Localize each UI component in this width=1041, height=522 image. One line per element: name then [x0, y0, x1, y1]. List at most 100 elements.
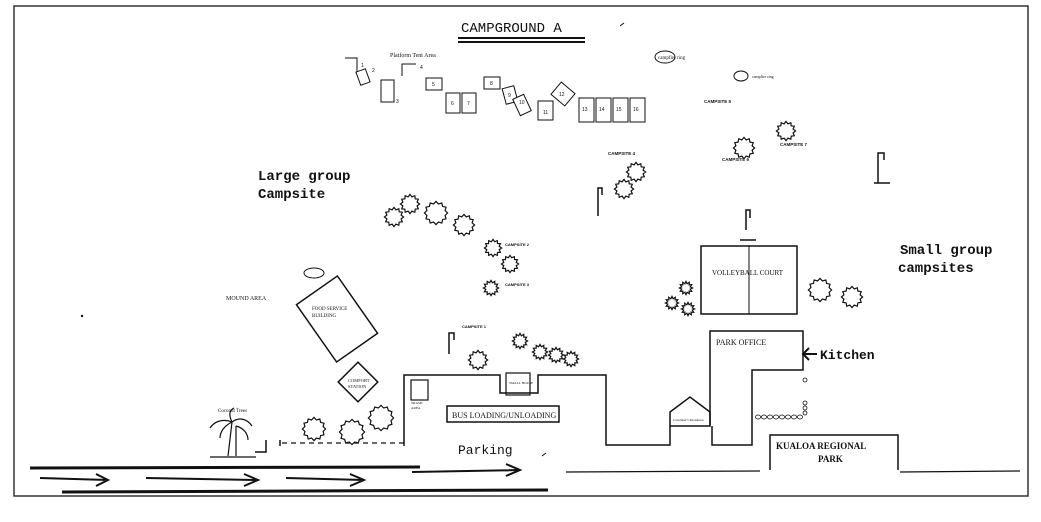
- campsite-ring: [383, 206, 405, 228]
- tent-11: [537, 100, 554, 121]
- caretaker-label: Caretaker's Residence: [673, 418, 704, 422]
- platform-tents: 1 2 3 4 5 6 7 8 9 10 11 12 13 14 15 16: [345, 57, 646, 123]
- trash-area-label: TRASH: [411, 401, 423, 405]
- campsite-ring: [338, 418, 366, 446]
- campsite-ring: [547, 346, 565, 364]
- map-border: [13, 5, 1029, 497]
- kualoa-park-label-2: PARK: [818, 454, 843, 464]
- kualoa-park-box: [769, 434, 899, 470]
- campsite-7-label: CAMPSITE 7: [780, 142, 808, 147]
- campfire-ring-top-label: campfire ring: [658, 56, 686, 61]
- campsite-1-label: CAMPSITE 1: [462, 324, 487, 329]
- campsite-5-label: CAMPSITE 5: [704, 99, 732, 104]
- comfort-station: [337, 361, 379, 403]
- volleyball-court-label: VOLLEYBALL COURT: [712, 269, 784, 277]
- tent-14-number: 14: [599, 107, 605, 113]
- campsite-ring: [500, 254, 520, 274]
- campsite-ring: [678, 280, 694, 296]
- tent-6: [445, 92, 461, 114]
- campsite-ring: [664, 295, 680, 311]
- comfort-station-label-2: STATION: [348, 384, 367, 389]
- food-service-label: FOOD SERVICE: [312, 307, 347, 312]
- park-office-label: PARK OFFICE: [716, 338, 766, 347]
- campsite-ring: [399, 193, 421, 215]
- tent-5-number: 5: [432, 82, 435, 88]
- campsite-ring: [625, 161, 647, 183]
- campsite-circles: [301, 120, 864, 446]
- water-spigots: [448, 152, 890, 354]
- parking-arrow: [411, 463, 523, 477]
- tent-3: [380, 79, 395, 103]
- tent-8: [483, 76, 501, 90]
- campsite-ring: [613, 178, 635, 200]
- tent-8-number: 8: [490, 81, 493, 87]
- caretaker-residence: [669, 396, 711, 427]
- tick-mark-top: [619, 22, 625, 27]
- campsite-ring: [367, 404, 395, 432]
- campsite-ring: [840, 285, 864, 309]
- tent-7: [461, 92, 477, 114]
- campsite-ring: [807, 277, 833, 303]
- tent-10-number: 10: [519, 100, 525, 106]
- highway: [29, 465, 1021, 494]
- campsite-ring: [301, 416, 327, 442]
- small-house: [505, 372, 531, 396]
- tent-12-number: 12: [559, 92, 565, 98]
- tent-16: [629, 97, 646, 123]
- campsite-6-label: CAMPSITE 6: [722, 157, 750, 162]
- mound-area-label: MOUND AREA: [226, 296, 267, 302]
- campsite-ring: [775, 120, 797, 142]
- tent-12: [550, 81, 576, 107]
- large-group-campsite-label: Campsite: [258, 187, 325, 203]
- campsite-3-label: CAMPSITE 3: [505, 282, 530, 287]
- tent-9-number: 9: [508, 93, 511, 99]
- tent-10: [512, 93, 532, 117]
- kitchen-chain: [755, 377, 808, 420]
- tent-7-number: 7: [467, 101, 470, 107]
- kitchen-label: Kitchen: [820, 348, 875, 363]
- large-group-label: Large group: [258, 169, 350, 185]
- highway-arrow-2: [145, 473, 261, 487]
- tent-3-number: 3: [396, 99, 399, 105]
- campfire-ring-right-label: campfire ring: [752, 74, 774, 79]
- tent-15-number: 15: [616, 107, 622, 113]
- comfort-station-label: COMFORT: [348, 378, 370, 383]
- highway-arrow-1: [39, 473, 111, 487]
- campsite-ring: [732, 136, 756, 160]
- highway-arrow-3: [285, 473, 367, 487]
- mound-ellipse: [303, 267, 325, 279]
- spigot-1: [877, 152, 885, 183]
- entrance-mark: [255, 440, 281, 453]
- map-title: CAMPGROUND A: [461, 21, 562, 37]
- tent-5: [425, 77, 443, 91]
- campsite-4-label: CAMPSITE 4: [608, 151, 636, 156]
- bus-loading-box: [446, 405, 560, 423]
- tent-11-number: 11: [543, 110, 548, 116]
- small-group-campsites-label: campsites: [898, 261, 974, 277]
- coconut-tree-icon: [209, 407, 256, 458]
- spigot-4: [448, 332, 455, 354]
- campsite-2-label: CAMPSITE 2: [505, 242, 530, 247]
- trash-area: [410, 379, 429, 401]
- tick-mark-mid: [541, 452, 547, 457]
- tent-16-number: 16: [633, 107, 639, 113]
- campsite-ring: [562, 350, 580, 368]
- platform-tent-area-label: Platform Tent Area: [390, 52, 436, 59]
- tent-6-number: 6: [451, 101, 454, 107]
- tent-13: [578, 97, 595, 123]
- campsite-ring: [467, 349, 489, 371]
- campsite-ring: [452, 213, 476, 237]
- tent-4: [401, 63, 416, 76]
- food-service-label-2: BUILDING: [312, 314, 337, 319]
- food-service-building: [295, 274, 379, 364]
- tent-1-number: 1: [361, 63, 364, 69]
- campsite-ring: [531, 343, 549, 361]
- small-house-label: SMALL HOUSE: [509, 381, 533, 385]
- tent-1: [345, 57, 358, 72]
- trash-area-label-2: AREA: [411, 406, 421, 410]
- campfire-ring-right: [733, 70, 749, 82]
- campsite-ring: [483, 238, 503, 258]
- campsite-ring: [511, 332, 529, 350]
- campsite-ring: [482, 279, 500, 297]
